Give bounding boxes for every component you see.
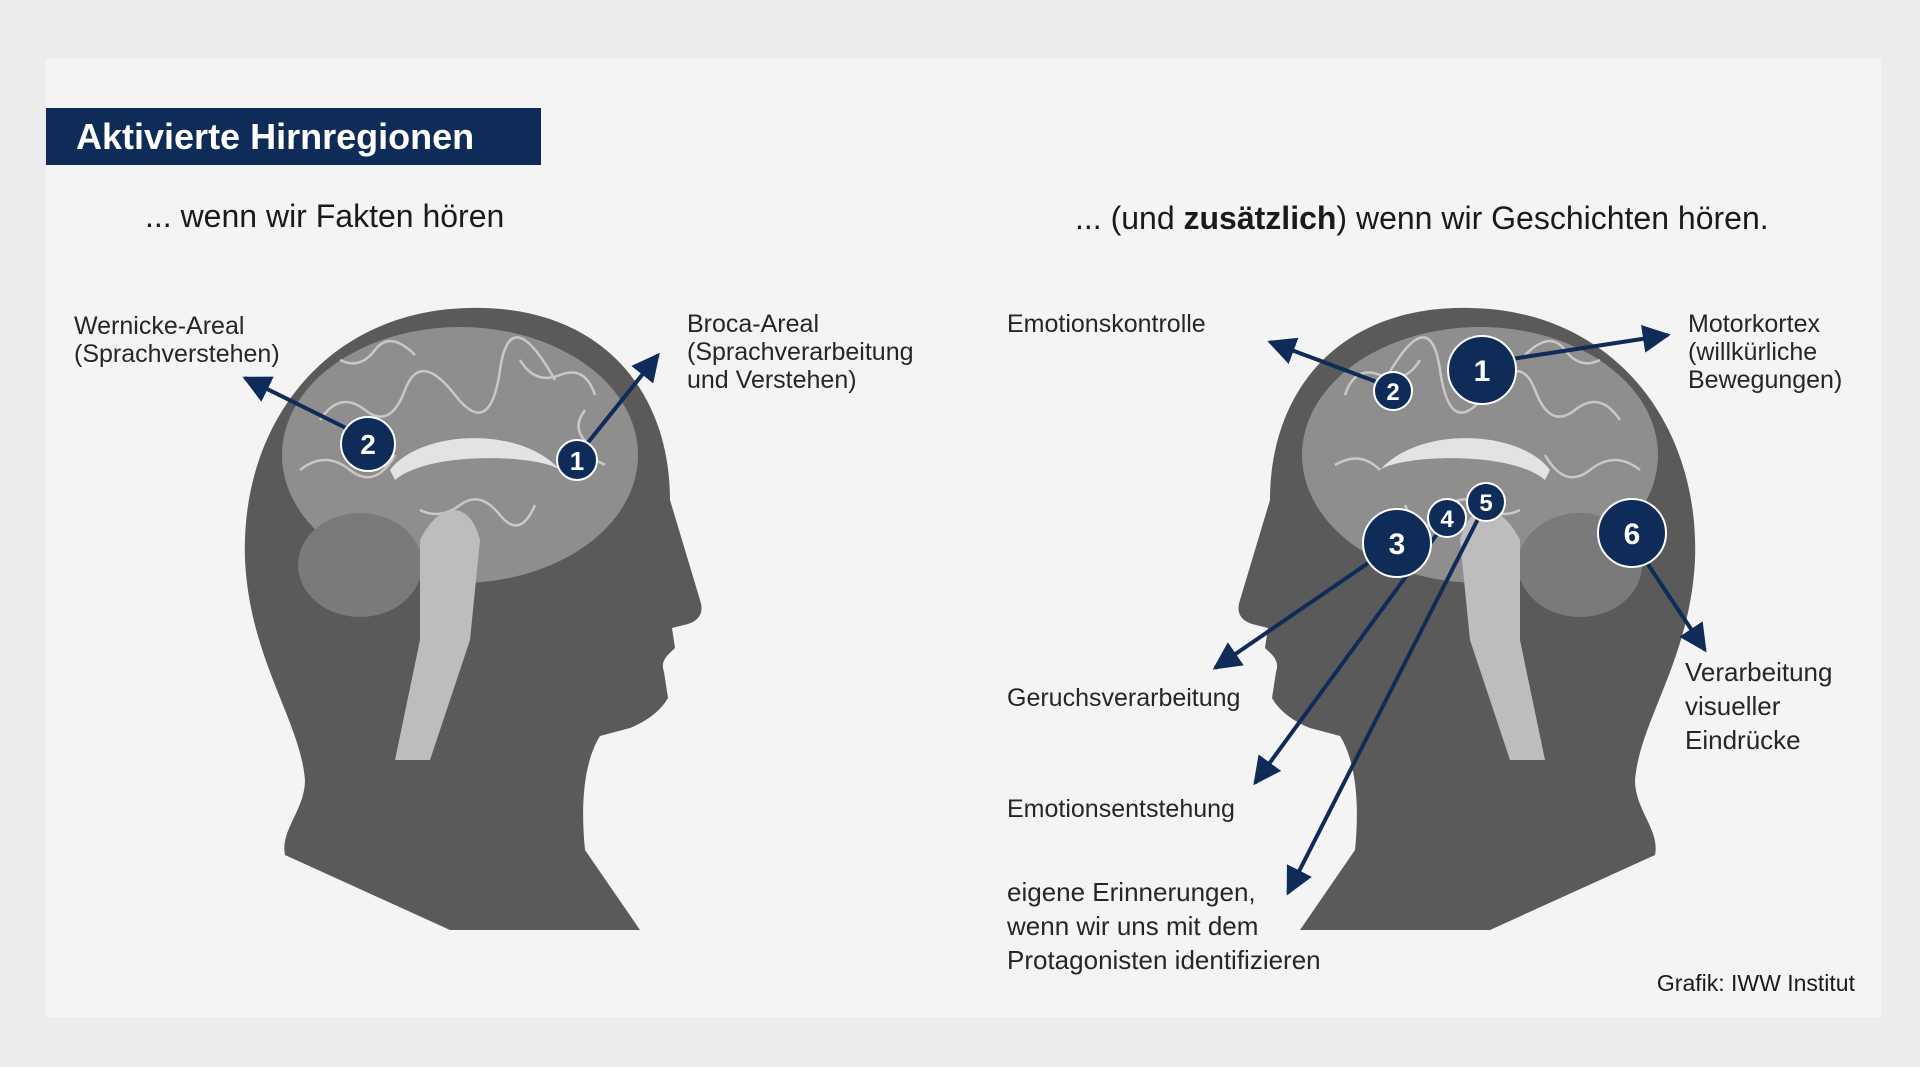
title-banner: Aktivierte Hirnregionen (46, 108, 541, 165)
left-marker-1: 1 (556, 439, 598, 481)
right-subtitle-bold: zusätzlich (1183, 200, 1337, 236)
label-emotionsentstehung: Emotionsentstehung (1007, 795, 1235, 823)
label-motorkortex: Motorkortex (willkürliche Bewegungen) (1688, 310, 1843, 394)
right-subtitle-pre: ... (und (1075, 200, 1184, 236)
right-marker-6: 6 (1597, 498, 1667, 568)
right-arrow-1 (1504, 324, 1671, 362)
left-arrow-2 (242, 376, 351, 432)
label-emotionskontrolle: Emotionskontrolle (1007, 310, 1206, 338)
right-brainstem (1460, 510, 1545, 760)
left-subtitle: ... wenn wir Fakten hören (145, 198, 505, 234)
right-marker-4: 4 (1427, 498, 1467, 538)
right-marker-4-number: 4 (1440, 506, 1454, 533)
label-erinnerungen: eigene Erinnerungen, wenn wir uns mit de… (1007, 877, 1321, 975)
right-subtitle-post: ) wenn wir Geschichten hören. (1336, 200, 1769, 236)
label-visuelle-eindruecke: Verarbeitung visueller Eindrücke (1685, 657, 1833, 755)
right-subtitle: ... (und zusätzlich) wenn wir Geschichte… (1075, 200, 1769, 237)
right-marker-1: 1 (1447, 335, 1517, 405)
right-marker-5: 5 (1466, 482, 1506, 522)
right-arrow-2 (1267, 337, 1386, 387)
left-cerebellum (298, 513, 422, 617)
right-marker-3: 3 (1362, 508, 1432, 578)
label-wernicke: Wernicke-Areal (Sprachverstehen) (74, 312, 280, 368)
graphic-credit: Grafik: IWW Institut (1656, 970, 1855, 996)
left-marker-1-number: 1 (570, 446, 584, 476)
left-head (244, 307, 702, 930)
left-marker-2-number: 2 (360, 429, 376, 460)
right-marker-2-number: 2 (1386, 379, 1399, 406)
left-corpus-callosum (390, 438, 560, 480)
label-geruchsverarbeitung: Geruchsverarbeitung (1007, 684, 1241, 712)
right-marker-2: 2 (1373, 371, 1413, 411)
left-arrow-1 (576, 352, 660, 457)
right-marker-5-number: 5 (1479, 490, 1492, 517)
label-broca: Broca-Areal (Sprachverarbeitung und Vers… (687, 310, 914, 394)
right-arrow-6 (1643, 558, 1707, 653)
right-arrow-5 (1286, 514, 1482, 896)
left-marker-2: 2 (340, 416, 396, 472)
right-arrow-3 (1212, 553, 1382, 670)
right-marker-6-number: 6 (1624, 518, 1641, 551)
right-marker-3-number: 3 (1389, 528, 1406, 561)
left-brainstem (395, 510, 480, 760)
right-corpus-callosum (1380, 438, 1550, 480)
right-marker-1-number: 1 (1474, 355, 1491, 388)
